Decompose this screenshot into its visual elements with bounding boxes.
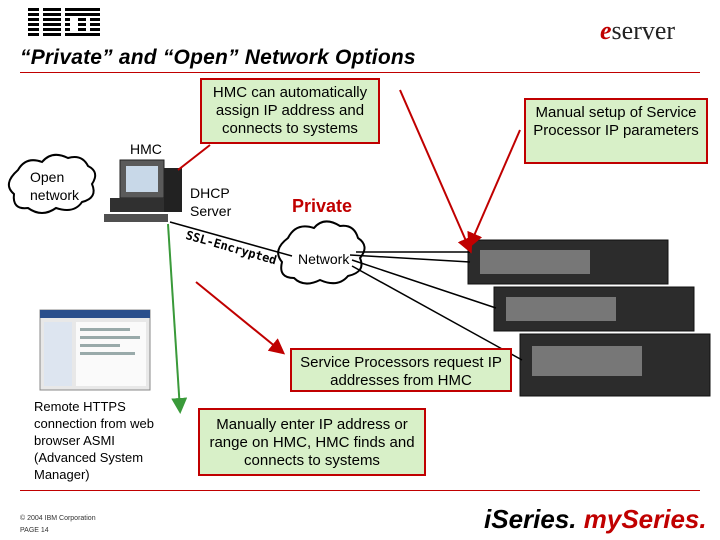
sp-request-callout: Service Processors request IP addresses … [290, 348, 512, 392]
dhcp-server-label: DHCP Server [190, 185, 232, 219]
page-title: “Private” and “Open” Network Options [20, 46, 416, 69]
header-divider [20, 72, 700, 73]
eserver-logo: eserver [600, 16, 676, 45]
open-network-cloud [7, 153, 97, 214]
private-network-cloud [277, 220, 366, 285]
network-label: Network [298, 251, 350, 267]
footer-divider [20, 490, 700, 491]
server-stack-icon [467, 239, 711, 397]
hmc-workstation-icon [104, 159, 182, 222]
open-network-label: Open network [30, 169, 80, 203]
private-label: Private [292, 196, 353, 216]
page-number: PAGE 14 [20, 527, 49, 534]
hmc-label: HMC [130, 141, 162, 157]
iseries-myseries-brand: iSeries. mySeries. [484, 504, 707, 534]
manual-setup-callout: Manual setup of Service Processor IP par… [524, 98, 708, 164]
hmc-auto-callout: HMC can automatically assign IP address … [200, 78, 380, 144]
remote-https-label: Remote HTTPS connection from web browser… [34, 399, 154, 482]
copyright-text: © 2004 IBM Corporation [20, 515, 96, 522]
browser-screenshot-icon [39, 309, 151, 391]
manual-enter-callout: Manually enter IP address or range on HM… [198, 408, 426, 476]
ibm-logo [28, 8, 100, 38]
